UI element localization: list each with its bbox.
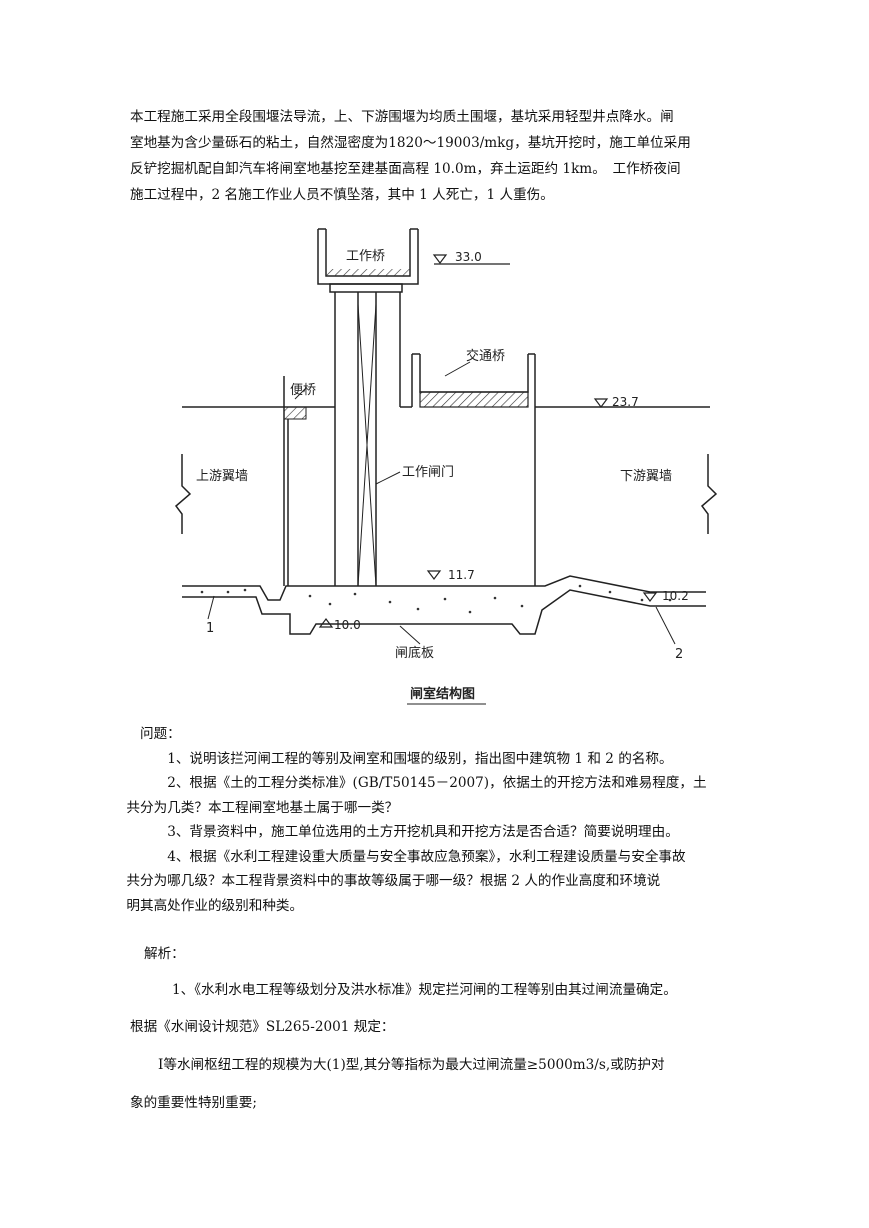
sluice-chamber-diagram: 工作桥 交通桥 便桥 上游翼墙 下游翼墙 工作闸门 闸底板 1 2 33.0 2… — [150, 214, 730, 714]
label-item-1: 1 — [206, 621, 214, 636]
analysis-paragraph: 象的重要性特别重要; — [130, 1095, 257, 1111]
analysis-paragraph: 根据《水闸设计规范》SL265-2001 规定： — [130, 1019, 395, 1035]
label-item-2: 2 — [675, 647, 683, 662]
intro-paragraph: 本工程施工采用全段围堰法导流，上、下游围堰为均质土围堰，基坑采用轻型井点降水。闸… — [130, 104, 746, 208]
questions-heading: 问题： — [140, 726, 181, 742]
analysis-paragraph: 1、《水利水电工程等级划分及洪水标准》规定拦河闸的工程等别由其过闸流量确定。 — [172, 982, 677, 998]
elevation-23-7: 23.7 — [612, 395, 639, 409]
intro-line: 施工过程中，2 名施工作业人员不慎坠落，其中 1 人死亡，1 人重伤。 — [130, 187, 554, 203]
intro-line: 本工程施工采用全段围堰法导流，上、下游围堰为均质土围堰，基坑采用轻型井点降水。闸 — [130, 109, 674, 125]
figure-caption: 闸室结构图 — [410, 686, 475, 702]
question-item: 4、根据《水利工程建设重大质量与安全事故应急预案》，水利工程建设质量与安全事故 … — [126, 848, 686, 914]
diagram-svg: 工作桥 交通桥 便桥 上游翼墙 下游翼墙 工作闸门 闸底板 1 2 33.0 2… — [174, 228, 718, 705]
question-item: 3、背景资料中，施工单位选用的土方开挖机具和开挖方法是否合适？简要说明理由。 — [167, 824, 679, 840]
analysis-heading: 解析： — [144, 946, 185, 962]
label-downstream-wall: 下游翼墙 — [620, 469, 672, 484]
questions-section: 问题： 1、说明该拦河闸工程的等别及闸室和围堰的级别，指出图中建筑物 1 和 2… — [126, 722, 760, 918]
label-floor-slab: 闸底板 — [395, 645, 434, 661]
question-item: 2、根据《土的工程分类标准》(GB/T50145－2007)，依据土的开挖方法和… — [126, 775, 707, 816]
analysis-paragraph: Ⅰ等水闸枢纽工程的规模为大(1)型,其分等指标为最大过闸流量≥5000m3/s,… — [158, 1057, 665, 1073]
label-service-bridge: 便桥 — [290, 383, 316, 398]
floor-slab-outline — [182, 575, 706, 601]
elevation-10-2: 10.2 — [662, 589, 689, 603]
intro-line: 室地基为含少量砾石的粘土，自然湿密度为1820～19003/mkg，基坑开挖时，… — [130, 135, 691, 151]
question-item: 1、说明该拦河闸工程的等别及闸室和围堰的级别，指出图中建筑物 1 和 2 的名称… — [167, 750, 673, 767]
label-traffic-bridge: 交通桥 — [466, 348, 505, 364]
label-upstream-wall: 上游翼墙 — [196, 469, 248, 484]
elevation-11-7: 11.7 — [448, 568, 475, 582]
elevation-10-0: 10.0 — [334, 618, 361, 632]
label-work-bridge: 工作桥 — [346, 249, 385, 264]
elevation-33: 33.0 — [455, 250, 482, 264]
intro-line: 反铲挖掘机配自卸汽车将闸室地基挖至建基面高程 10.0m，弃土运距约 1km。 … — [130, 161, 681, 177]
label-work-gate: 工作闸门 — [402, 465, 454, 480]
